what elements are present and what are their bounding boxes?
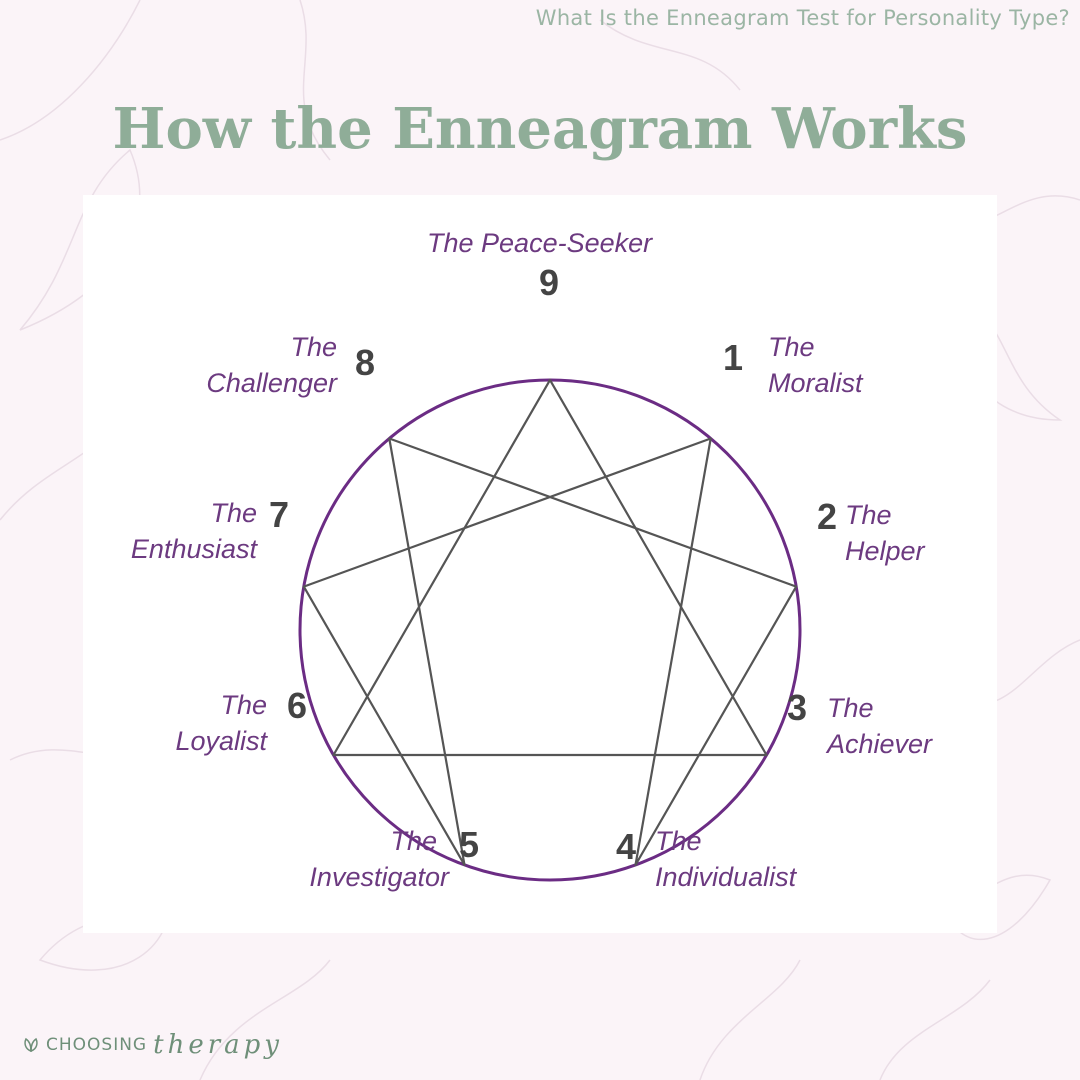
type-3-number: 3 bbox=[787, 687, 808, 728]
type-9-number: 9 bbox=[539, 262, 560, 303]
type-8-name: Challenger bbox=[206, 368, 337, 398]
enneagram-panel: The Peace-Seeker 9 1 The Moralist 2 The … bbox=[83, 195, 997, 933]
leaf-icon bbox=[24, 1037, 38, 1053]
type-6-label: The Loyalist bbox=[143, 687, 267, 759]
type-4-label: The Individualist bbox=[655, 823, 796, 895]
page-caption: What Is the Enneagram Test for Personali… bbox=[535, 6, 1070, 30]
type-5-number: 5 bbox=[459, 824, 480, 865]
type-3-label: The Achiever bbox=[827, 690, 932, 762]
enneagram-hexad bbox=[302, 437, 798, 867]
type-7-name: Enthusiast bbox=[130, 534, 257, 564]
type-6-the: The bbox=[220, 690, 267, 720]
enneagram-triangle bbox=[332, 378, 768, 757]
type-7-label: The Enthusiast bbox=[103, 495, 257, 567]
type-3-the: The bbox=[827, 693, 874, 723]
type-8-the: The bbox=[290, 332, 337, 362]
type-1-name: Moralist bbox=[768, 368, 863, 398]
type-7-the: The bbox=[210, 498, 257, 528]
choosing-therapy-logo: CHOOSING therapy bbox=[22, 1030, 283, 1060]
type-5-the: The bbox=[390, 826, 437, 856]
type-2-the: The bbox=[845, 500, 892, 530]
type-4-name: Individualist bbox=[655, 862, 797, 892]
type-5-label: The Investigator bbox=[273, 823, 449, 895]
type-6-name: Loyalist bbox=[175, 726, 267, 756]
type-8-label: The Challenger bbox=[173, 329, 337, 401]
type-2-label: The Helper bbox=[845, 497, 925, 569]
type-1-the: The bbox=[768, 332, 815, 362]
type-3-name: Achiever bbox=[827, 729, 933, 759]
page-title: How the Enneagram Works bbox=[112, 96, 968, 162]
enneagram-circle bbox=[298, 378, 802, 882]
type-4-the: The bbox=[655, 826, 702, 856]
type-2-name: Helper bbox=[845, 536, 925, 566]
type-2-number: 2 bbox=[817, 496, 838, 537]
type-6-number: 6 bbox=[287, 685, 308, 726]
enneagram-diagram bbox=[298, 378, 802, 882]
type-5-name: Investigator bbox=[309, 862, 449, 892]
type-1-number: 1 bbox=[723, 337, 744, 378]
type-1-label: The Moralist bbox=[768, 329, 863, 401]
brand-name: CHOOSING bbox=[46, 1035, 148, 1055]
type-8-number: 8 bbox=[355, 342, 376, 383]
type-4-number: 4 bbox=[616, 826, 637, 867]
type-9-label: The Peace-Seeker bbox=[427, 225, 652, 261]
brand-script: therapy bbox=[153, 1030, 283, 1060]
type-7-number: 7 bbox=[269, 494, 290, 535]
type-9-name: The Peace-Seeker bbox=[427, 228, 653, 258]
